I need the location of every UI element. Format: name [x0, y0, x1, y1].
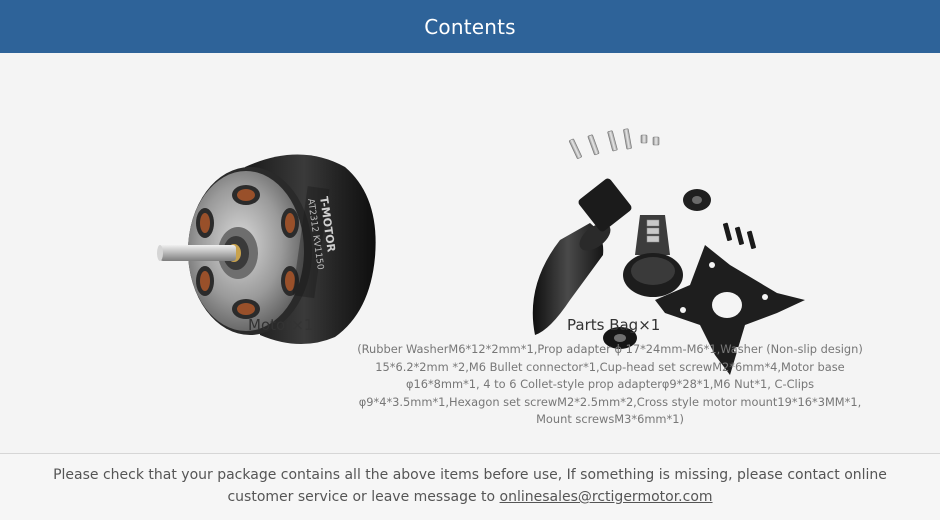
footer-notice: Please check that your package contains …	[0, 454, 940, 520]
footer-text: Please check that your package contains …	[40, 464, 900, 508]
motor-image: T-MOTOR AT2312 KV1150	[157, 154, 376, 345]
support-email-link[interactable]: onlinesales@rctigermotor.com	[499, 489, 713, 505]
parts-bag-image	[532, 128, 805, 375]
motor-caption: Motor×1	[248, 316, 314, 334]
contents-panel: T-MOTOR AT2312 KV1150	[0, 53, 940, 453]
footer-message: Please check that your package contains …	[53, 467, 887, 505]
parts-bag-detail: (Rubber WasherM6*12*2mm*1,Prop adapter ϕ…	[357, 342, 863, 427]
parts-bag-caption: Parts Bag×1	[567, 316, 661, 334]
header-bar: Contents	[0, 0, 940, 53]
footer-divider	[0, 453, 940, 454]
page-title: Contents	[424, 14, 516, 39]
